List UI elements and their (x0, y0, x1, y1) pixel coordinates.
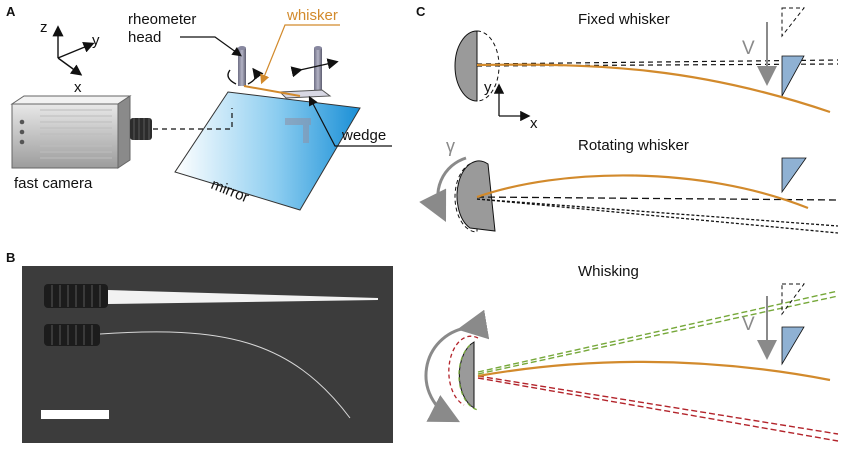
y-axis-arrow (57, 42, 95, 59)
follicle-base-1 (454, 30, 478, 102)
panel-a: A z y x mirror rheometer head (6, 4, 392, 211)
wedge-initial (781, 7, 806, 38)
panel-b: B (6, 250, 393, 443)
title-fixed-whisker: Fixed whisker (578, 11, 670, 28)
whisker-fixed (476, 63, 831, 114)
symbol-v-2: V (742, 314, 755, 335)
rotating-whisker-diagram: γ (419, 136, 839, 234)
rheometer-rod (238, 48, 246, 86)
c-axis-y-label: y (484, 79, 492, 96)
mirror-reflection (285, 118, 311, 143)
wedge-label: wedge (341, 127, 386, 144)
follicle-base-3 (458, 341, 475, 409)
fixed-whisker-diagram: V y x (454, 7, 839, 132)
title-whisking: Whisking (578, 263, 639, 280)
gamma-rotation-arrow (419, 156, 467, 223)
wedge-whisking (781, 326, 805, 366)
wedge-rotating (781, 157, 807, 194)
symbol-gamma: γ (446, 136, 455, 156)
wedge-holder-rod (314, 48, 322, 94)
axis-z-label: z (40, 19, 48, 36)
x-axis-arrow (57, 57, 83, 76)
axes-triad (52, 25, 95, 76)
artificial-whisker (108, 290, 378, 304)
translation-arrow-icon (290, 58, 339, 78)
wedge-initial-2 (781, 283, 805, 316)
mirror-plate (174, 91, 361, 211)
whisking-oscillation-arrow (424, 309, 490, 423)
symbol-v-1: V (742, 38, 755, 59)
panel-c-letter: C (416, 4, 426, 19)
fast-camera (10, 95, 152, 169)
handle-1 (44, 284, 108, 308)
whisker-whisking (477, 360, 831, 382)
axis-x-label: x (74, 79, 82, 96)
title-rotating-whisker: Rotating whisker (578, 137, 689, 154)
rheometer-label-line2: head (128, 29, 161, 46)
follicle-base-2 (456, 160, 496, 232)
panel-a-letter: A (6, 4, 16, 19)
panel-c: C Fixed whisker V y x Rotating whisker (416, 4, 839, 442)
natural-whisker (99, 331, 351, 419)
panel-b-letter: B (6, 250, 15, 265)
c-axis-x-label: x (530, 115, 538, 132)
rotation-arrow-icon (227, 70, 256, 85)
scale-bar (41, 410, 109, 419)
rheometer-label-line1: rheometer (128, 11, 196, 28)
wedge-fixed (781, 55, 805, 97)
camera-label: fast camera (14, 175, 93, 192)
handle-2 (44, 324, 100, 346)
whisking-diagram: V (424, 283, 839, 442)
optical-path (153, 108, 233, 130)
whisker-label: whisker (286, 7, 338, 24)
whisker-rotating (476, 174, 809, 210)
axis-y-label: y (92, 32, 100, 49)
whisker-a (243, 85, 301, 97)
